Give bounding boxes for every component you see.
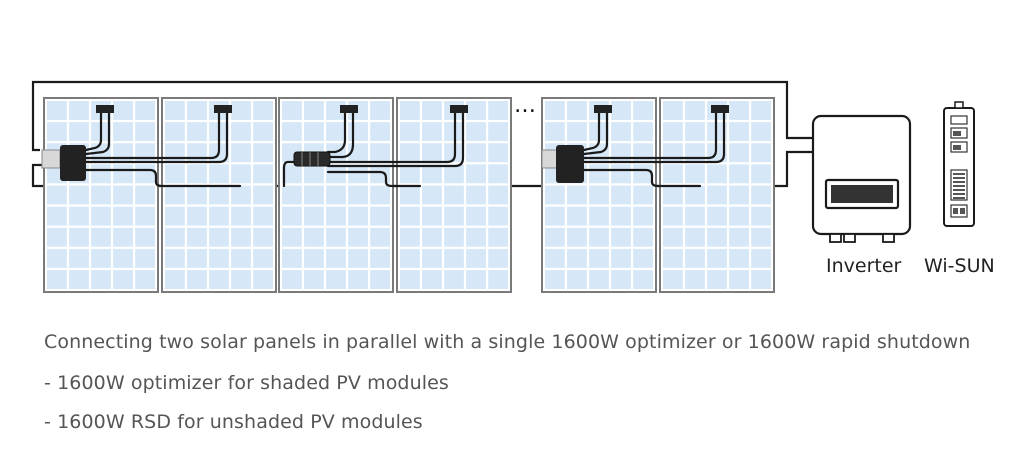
inverter-label: Inverter — [826, 255, 902, 277]
caption-line-3: - 1600W RSD for unshaded PV modules — [44, 411, 423, 433]
solar-panel-6 — [659, 97, 775, 293]
junction-box-5 — [594, 105, 612, 113]
junction-box-6 — [711, 105, 729, 113]
caption-line-1: Connecting two solar panels in parallel … — [44, 331, 971, 353]
junction-box-1 — [96, 105, 114, 113]
solar-panel-4 — [396, 97, 512, 293]
string-loop-wire — [31, 80, 815, 152]
solar-panel-2 — [161, 97, 277, 293]
wisun-label: Wi-SUN — [924, 255, 995, 277]
system-diagram: … — [31, 80, 995, 293]
wisun-device-icon — [943, 101, 975, 227]
optimizer-1 — [41, 145, 86, 181]
ellipsis: … — [514, 93, 536, 118]
junction-box-3 — [340, 105, 358, 113]
junction-box-4 — [450, 105, 468, 113]
rapid-shutdown-device — [293, 151, 331, 167]
junction-box-2 — [214, 105, 232, 113]
caption-line-2: - 1600W optimizer for shaded PV modules — [44, 372, 449, 394]
optimizer-2 — [541, 145, 584, 183]
solar-panel-3 — [278, 97, 394, 293]
inverter-icon — [811, 114, 912, 243]
